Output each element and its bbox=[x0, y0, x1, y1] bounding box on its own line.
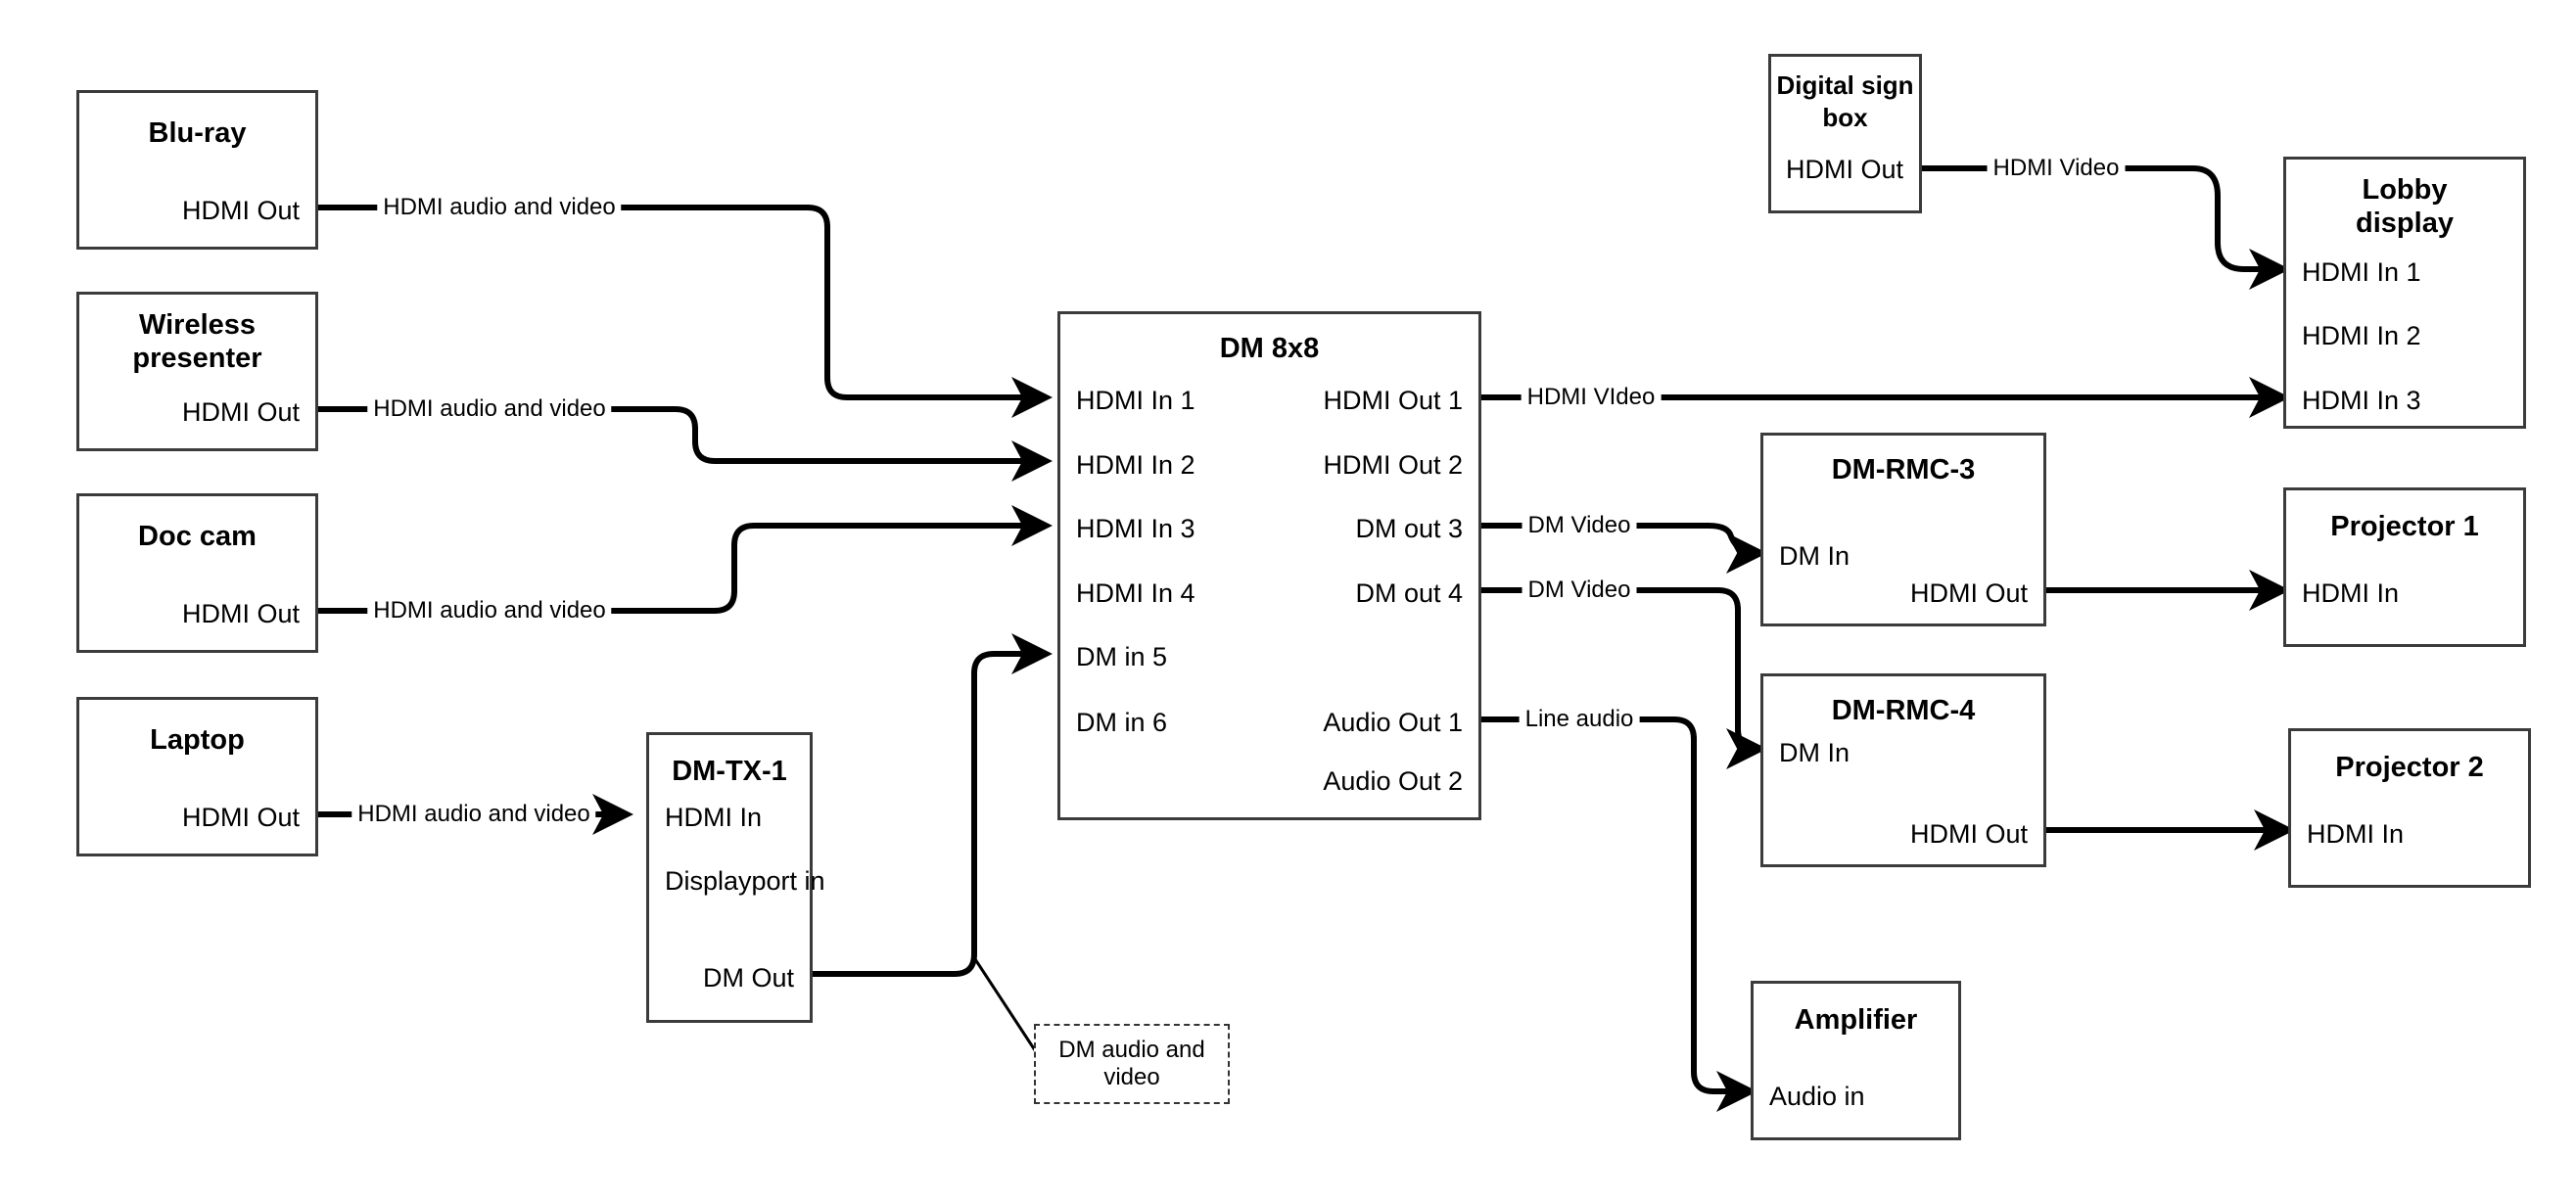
node-wireless-presenter-port-hdmi-out: HDMI Out bbox=[181, 397, 300, 427]
node-digital-sign-box-title-line2: box bbox=[1822, 103, 1868, 132]
node-dm-tx-1-port-dm-out: DM Out bbox=[702, 963, 794, 993]
node-dm-8x8-output-dm-out-4: DM out 4 bbox=[1355, 578, 1463, 608]
node-laptop-title: Laptop bbox=[150, 724, 245, 756]
node-dm-8x8[interactable]: DM 8x8 HDMI In 1 HDMI In 2 HDMI In 3 HDM… bbox=[1057, 311, 1481, 820]
node-dm-tx-1[interactable]: DM-TX-1 HDMI In Displayport in DM Out bbox=[646, 732, 825, 1023]
node-digital-sign-box-port-hdmi-out: HDMI Out bbox=[1785, 155, 1903, 184]
wire-bluray-to-hdmi-in-1 bbox=[318, 205, 1053, 418]
node-dm-rmc-3[interactable]: DM-RMC-3 DM In HDMI Out bbox=[1760, 433, 2046, 626]
node-bluray-title: Blu-ray bbox=[148, 117, 247, 149]
node-dm-rmc-3-port-dm-in: DM In bbox=[1779, 541, 1850, 571]
node-dm-8x8-output-hdmi-out-1: HDMI Out 1 bbox=[1323, 386, 1463, 415]
node-bluray-port-hdmi-out: HDMI Out bbox=[181, 196, 300, 225]
node-projector-2[interactable]: Projector 2 HDMI In bbox=[2288, 728, 2531, 888]
node-projector-1[interactable]: Projector 1 HDMI In bbox=[2283, 487, 2526, 647]
node-projector-1-title: Projector 1 bbox=[2330, 511, 2479, 542]
callout-dm-audio-and-video: DM audio and video bbox=[1034, 1024, 1230, 1104]
wire-audioout1-to-amplifier bbox=[1481, 716, 1757, 1112]
node-dm-8x8-title: DM 8x8 bbox=[1219, 333, 1320, 364]
node-amplifier-port-audio-in: Audio in bbox=[1769, 1082, 1865, 1111]
wire-label-doccam-to-hdmi-in-3: HDMI audio and video bbox=[367, 598, 612, 624]
node-lobby-display-port-hdmi-in-2: HDMI In 2 bbox=[2302, 321, 2421, 350]
node-lobby-display[interactable]: Lobby display HDMI In 1 HDMI In 2 HDMI I… bbox=[2283, 157, 2526, 429]
node-dm-rmc-4-title: DM-RMC-4 bbox=[1831, 695, 1976, 726]
node-bluray[interactable]: Blu-ray HDMI Out bbox=[76, 90, 318, 250]
node-digital-sign-box[interactable]: Digital sign box HDMI Out bbox=[1768, 54, 1922, 213]
wire-label-hdmiout1-to-lobby: HDMI VIdeo bbox=[1521, 385, 1662, 410]
node-lobby-display-title-line2: display bbox=[2356, 208, 2454, 239]
node-doc-cam-port-hdmi-out: HDMI Out bbox=[181, 599, 300, 628]
node-dm-rmc-3-port-hdmi-out: HDMI Out bbox=[1909, 578, 2028, 608]
node-laptop[interactable]: Laptop HDMI Out bbox=[76, 697, 318, 856]
node-dm-8x8-output-hdmi-out-2: HDMI Out 2 bbox=[1323, 450, 1463, 480]
node-lobby-display-port-hdmi-in-1: HDMI In 1 bbox=[2302, 257, 2421, 287]
wire-label-audioout1-to-amplifier: Line audio bbox=[1519, 707, 1640, 732]
node-dm-8x8-input-hdmi-in-3: HDMI In 3 bbox=[1076, 514, 1195, 543]
wire-label-wireless-to-hdmi-in-2: HDMI audio and video bbox=[367, 396, 612, 422]
node-dm-8x8-input-hdmi-in-4: HDMI In 4 bbox=[1076, 578, 1195, 608]
node-dm-tx-1-title: DM-TX-1 bbox=[672, 756, 787, 787]
node-dm-tx-1-port-hdmi-in: HDMI In bbox=[665, 803, 763, 832]
wire-label-bluray-to-hdmi-in-1: HDMI audio and video bbox=[377, 195, 622, 220]
node-lobby-display-port-hdmi-in-3: HDMI In 3 bbox=[2302, 386, 2421, 415]
node-dm-rmc-4-port-dm-in: DM In bbox=[1779, 738, 1850, 767]
node-dm-8x8-output-dm-out-3: DM out 3 bbox=[1355, 514, 1463, 543]
node-dm-8x8-input-hdmi-in-2: HDMI In 2 bbox=[1076, 450, 1195, 480]
node-digital-sign-box-title-line1: Digital sign bbox=[1776, 70, 1914, 100]
callout-leader-line bbox=[973, 958, 1037, 1051]
node-dm-8x8-output-audio-out-2: Audio Out 2 bbox=[1323, 766, 1463, 796]
node-dm-rmc-4-port-hdmi-out: HDMI Out bbox=[1909, 819, 2028, 849]
wire-label-laptop-to-dmtx1: HDMI audio and video bbox=[351, 802, 596, 827]
wire-label-sign-to-lobby: HDMI Video bbox=[1987, 156, 2126, 181]
wire-sign-to-lobby-hdmi-in-1 bbox=[1922, 165, 2290, 290]
node-wireless-presenter[interactable]: Wireless presenter HDMI Out bbox=[76, 292, 318, 451]
node-projector-2-port-hdmi-in: HDMI In bbox=[2307, 819, 2405, 849]
node-dm-rmc-3-title: DM-RMC-3 bbox=[1831, 454, 1976, 485]
node-doc-cam-title: Doc cam bbox=[138, 521, 257, 552]
node-dm-rmc-4[interactable]: DM-RMC-4 DM In HDMI Out bbox=[1760, 673, 2046, 867]
wire-label-dmout4-to-dmrmc4: DM Video bbox=[1522, 577, 1637, 603]
wire-dmtx1-to-dm-in-5 bbox=[813, 633, 1053, 977]
node-dm-8x8-input-dm-in-5: DM in 5 bbox=[1076, 642, 1168, 671]
node-amplifier[interactable]: Amplifier Audio in bbox=[1751, 981, 1961, 1140]
node-projector-2-title: Projector 2 bbox=[2335, 752, 2484, 783]
node-laptop-port-hdmi-out: HDMI Out bbox=[181, 803, 300, 832]
node-projector-1-port-hdmi-in: HDMI In bbox=[2302, 578, 2400, 608]
node-lobby-display-title-line1: Lobby bbox=[2362, 174, 2448, 206]
node-dm-8x8-output-audio-out-1: Audio Out 1 bbox=[1323, 708, 1463, 737]
node-doc-cam[interactable]: Doc cam HDMI Out bbox=[76, 493, 318, 653]
node-dm-tx-1-port-displayport-in: Displayport in bbox=[665, 866, 825, 896]
node-amplifier-title: Amplifier bbox=[1794, 1004, 1918, 1036]
node-wireless-presenter-title-line2: presenter bbox=[132, 343, 262, 374]
node-dm-8x8-input-dm-in-6: DM in 6 bbox=[1076, 708, 1168, 737]
node-dm-8x8-input-hdmi-in-1: HDMI In 1 bbox=[1076, 386, 1195, 415]
node-wireless-presenter-title-line1: Wireless bbox=[138, 309, 257, 341]
wire-label-dmout3-to-dmrmc3: DM Video bbox=[1522, 513, 1637, 538]
